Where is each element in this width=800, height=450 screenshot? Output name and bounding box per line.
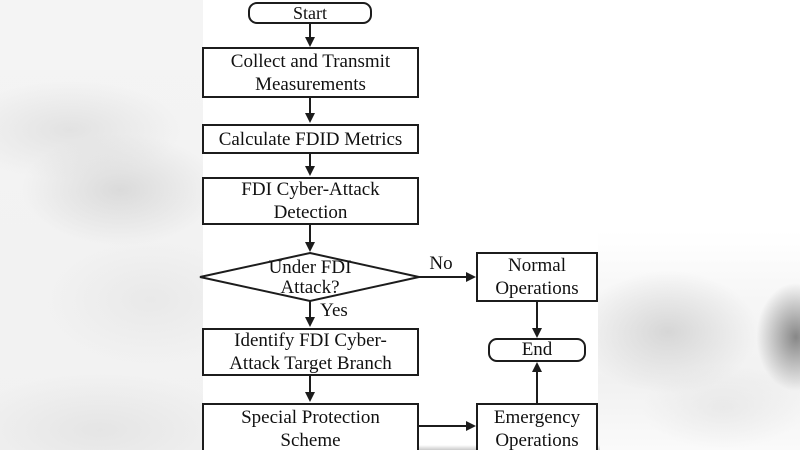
edge-start-collect <box>305 24 315 47</box>
node-calculate-fdid-metrics: Calculate FDID Metrics <box>202 124 419 154</box>
background-blur-left <box>0 0 203 450</box>
edge-normal-end <box>532 302 542 338</box>
node-end: End <box>488 338 586 362</box>
node-special-protection-scheme: Special Protection Scheme <box>202 403 419 450</box>
edge-label-no: No <box>429 253 453 274</box>
node-start: Start <box>248 2 372 24</box>
edge-label-yes: Yes <box>320 300 348 321</box>
edge-identify-special <box>305 376 315 402</box>
edge-detection-decision <box>305 224 315 252</box>
edge-calculate-detection <box>305 153 315 176</box>
node-collect-measurements: Collect and Transmit Measurements <box>202 47 419 98</box>
node-emergency-operations: Emergency Operations <box>476 403 598 450</box>
node-decision-label: Under FDI Attack? <box>268 256 352 298</box>
edge-collect-calculate <box>305 98 315 123</box>
node-identify-target-branch: Identify FDI Cyber-Attack Target Branch <box>202 328 419 376</box>
node-normal-operations: Normal Operations <box>476 252 598 302</box>
node-fdi-attack-detection: FDI Cyber-Attack Detection <box>202 177 419 225</box>
edge-decision-identify <box>305 301 315 327</box>
background-blur-bottom-right <box>598 222 800 450</box>
edge-emergency-end <box>532 362 542 403</box>
edge-special-emergency <box>419 421 476 431</box>
